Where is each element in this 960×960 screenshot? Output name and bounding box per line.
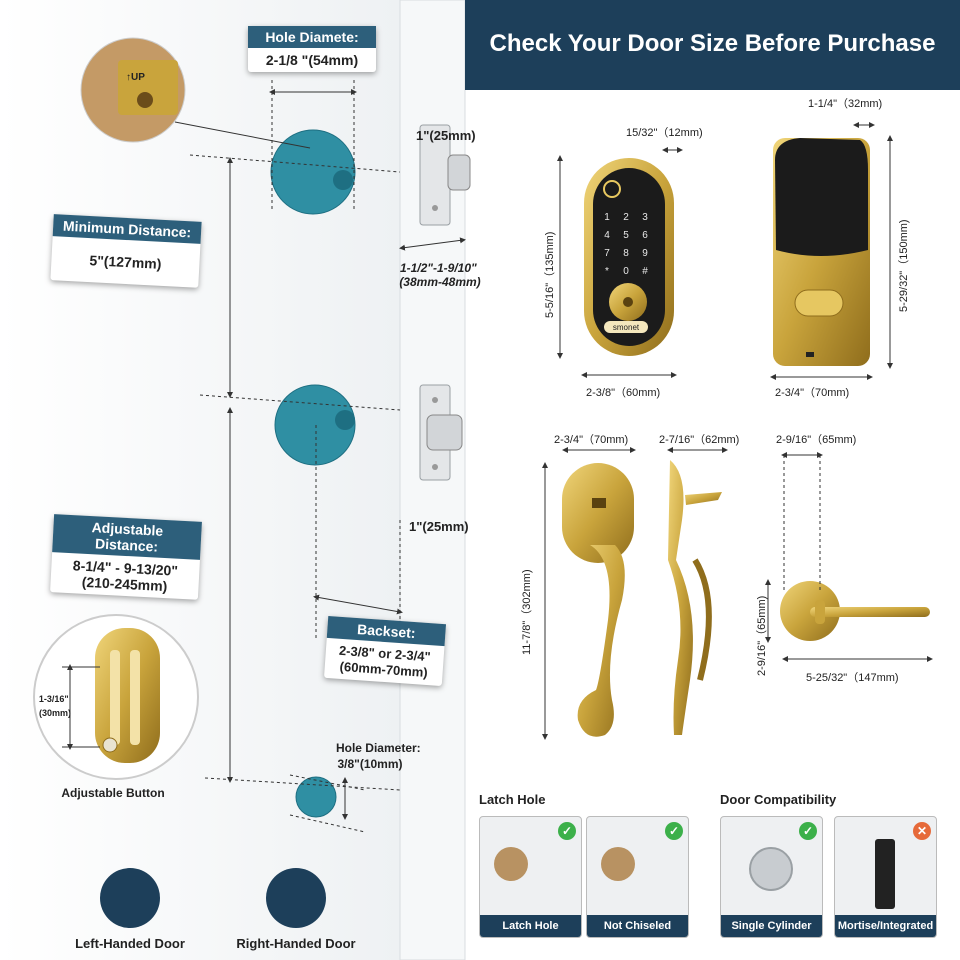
backset-card: Backset: 2-3/8" or 2-3/4" (60mm-70mm): [323, 615, 447, 687]
keypad-key: #: [642, 266, 648, 277]
photo-latch-hole: ✓ Latch Hole: [479, 816, 582, 938]
back-depth-label: 1-1/4"（32mm): [808, 97, 882, 110]
adjustable-button-inset: [33, 614, 199, 780]
check-icon: ✓: [558, 822, 576, 840]
knob-illustration: [749, 847, 793, 891]
button-size-label: 1-3/16" (30mm): [39, 694, 71, 718]
keypad-key: 6: [642, 230, 648, 241]
keypad-key: 2: [623, 212, 629, 223]
header-banner: Check Your Door Size Before Purchase: [465, 0, 960, 90]
left-handed-door-label: Left-Handed Door: [75, 936, 185, 951]
photo-mortise: ✕ Mortise/Integrated: [834, 816, 937, 938]
photo-caption: Mortise/Integrated: [835, 915, 936, 937]
handleset-side: [668, 460, 722, 735]
lever-projection-label: 2-9/16"（65mm): [776, 433, 856, 446]
hole-diameter-card: Hole Diamete: 2-1/8 "(54mm): [248, 26, 376, 72]
front-depth-label: 15/32"（12mm): [626, 126, 703, 139]
banner-title: Check Your Door Size Before Purchase: [489, 30, 936, 57]
keypad-key: 0: [623, 266, 629, 277]
back-width-label: 2-3/4"（70mm): [775, 386, 849, 399]
keypad-key: 5: [623, 230, 629, 241]
edge-thickness-line1: 1-1/2"-1-9/10": [400, 261, 477, 275]
not-chiseled-illustration: [601, 847, 635, 881]
handle-latch-hole-cutaway: [335, 410, 355, 430]
photo-caption: Not Chiseled: [587, 915, 688, 937]
check-icon: ✓: [799, 822, 817, 840]
latch-faceplate: [419, 384, 463, 481]
front-keypad-lock: [584, 158, 674, 356]
keypad-key: *: [605, 266, 609, 277]
mortise-illustration: [875, 839, 895, 909]
right-handed-door-label: Right-Handed Door: [236, 936, 356, 951]
edge-thickness-line2: (38mm-48mm): [399, 275, 480, 289]
photo-not-chiseled: ✓ Not Chiseled: [586, 816, 689, 938]
small-hole-line1: Hole Diameter:: [336, 741, 421, 755]
latch-up-mark: ↑UP: [126, 72, 145, 83]
edge-thickness-label: 1-1/2"-1-9/10" (38mm-48mm): [399, 261, 480, 289]
handle-width-label: 2-3/4"（70mm): [554, 433, 628, 446]
check-icon: ✓: [665, 822, 683, 840]
adjustable-button-label: Adjustable Button: [61, 786, 164, 800]
hole-diameter-title: Hole Diamete:: [248, 26, 376, 48]
latch-hole-section-title: Latch Hole: [479, 792, 546, 807]
pointer-line: [174, 121, 311, 149]
keypad-key: 3: [642, 212, 648, 223]
minimum-distance-value: 5"(127mm): [89, 252, 162, 272]
edge-latch-label: 1"(25mm): [409, 519, 469, 534]
backset-dim: [313, 594, 403, 615]
lever-rose-label: 2-9/16"（65mm): [755, 596, 768, 676]
button-size-line1: 1-3/16": [39, 694, 69, 704]
keypad-key: 9: [642, 248, 648, 259]
back-deadbolt: [773, 138, 870, 366]
handle-bore-hole: [274, 384, 356, 466]
lever-handle: [780, 581, 930, 641]
lever-length-label: 5-25/32"（147mm): [806, 671, 899, 684]
button-size-line2: (30mm): [39, 708, 71, 718]
door-thickness-dim: [399, 237, 466, 251]
photo-single-cylinder: ✓ Single Cylinder: [720, 816, 823, 938]
close-icon: ✕: [913, 822, 931, 840]
left-handed-door: Left-Handed Door: [68, 868, 192, 951]
handleset-front: [562, 463, 634, 737]
small-hole-label: Hole Diameter: 3/8"(10mm): [336, 741, 424, 771]
edge-top-label: 1"(25mm): [416, 128, 476, 143]
right-handed-door: Right-Handed Door: [232, 868, 360, 951]
handle-height-label: 11-7/8"（302mm): [520, 569, 533, 655]
adjustable-distance-card: Adjustable Distance: 8-1/4" - 9-13/20" (…: [50, 514, 202, 600]
hole-diameter-value: 2-1/8 "(54mm): [265, 52, 359, 68]
keypad-key: 7: [604, 248, 610, 259]
minimum-distance-card: Minimum Distance: 5"(127mm): [50, 214, 202, 288]
latch-inset-photo: [80, 37, 186, 143]
left-handed-door-icon: [100, 868, 160, 928]
right-handed-door-icon: [266, 868, 326, 928]
keypad-key: 8: [623, 248, 629, 259]
keypad-keys: 1 2 3 4 5 6 7 8 9 * 0 #: [604, 212, 648, 277]
front-height-label: 5-5/16"（135mm): [543, 232, 556, 318]
handle-depth-label: 2-7/16"（62mm): [659, 433, 739, 446]
front-width-label: 2-3/8"（60mm): [586, 386, 660, 399]
deadbolt-latch-hole-cutaway: [333, 170, 353, 190]
photo-caption: Single Cylinder: [721, 915, 822, 937]
photo-caption: Latch Hole: [480, 915, 581, 937]
back-height-label: 5-29/32"（150mm): [897, 219, 910, 312]
latch-hole-illustration: [494, 847, 528, 881]
deadbolt-faceplate: [419, 124, 471, 226]
small-hole: [295, 776, 337, 818]
small-hole-line2: 3/8"(10mm): [337, 757, 402, 771]
keypad-key: 4: [604, 230, 610, 241]
door-compat-section-title: Door Compatibility: [720, 792, 837, 807]
keypad-key: 1: [604, 212, 610, 223]
deadbolt-bore-hole: [270, 129, 356, 215]
brand-label: smonet: [613, 323, 640, 332]
